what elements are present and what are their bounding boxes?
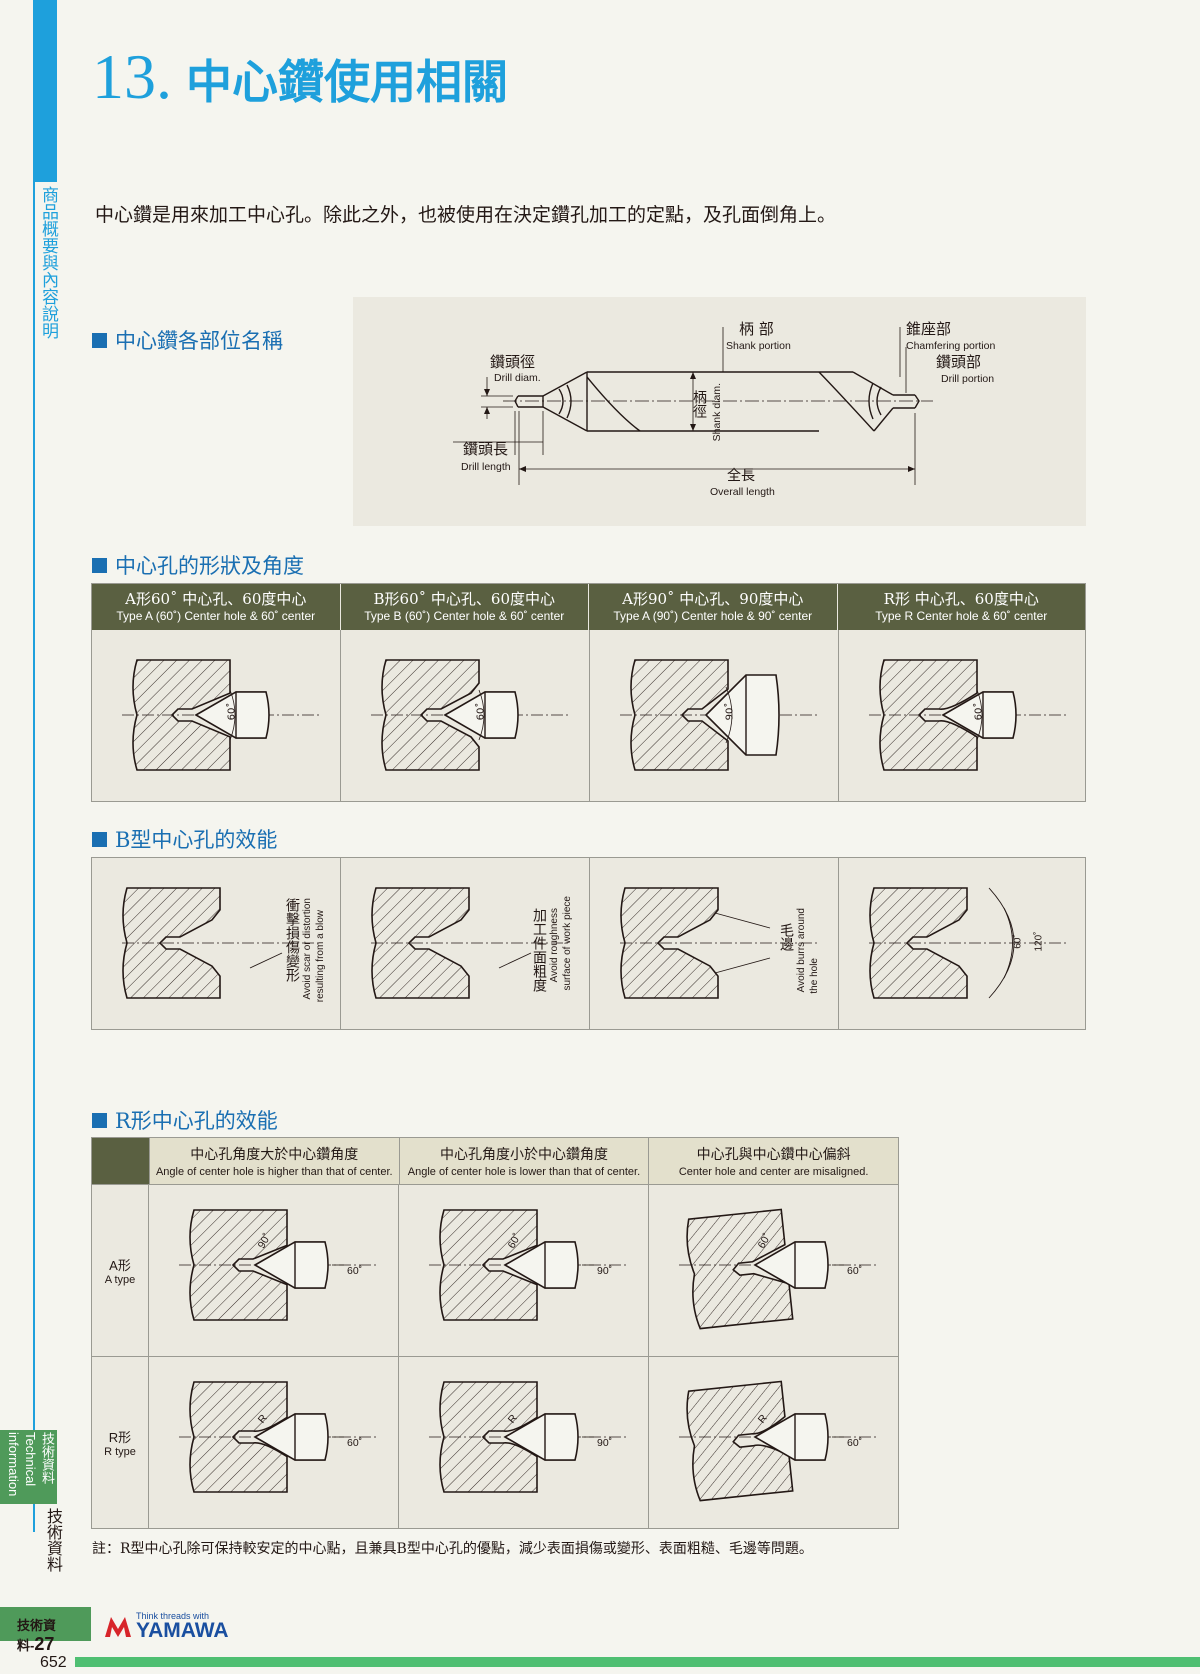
parts-diagram: 柄 部 Shank portion 錐座部 Chamfering portion…	[353, 297, 1086, 526]
page-title: 13. 中心鑽使用相關	[92, 40, 508, 114]
btype-rough-en2: surface of work piece	[562, 896, 573, 991]
label-drill-diam-en: Drill diam.	[494, 372, 541, 384]
title-text: 中心鑽使用相關	[186, 55, 508, 109]
btype-burr-en1: Avoid burrs around	[796, 908, 807, 993]
btype-cell-burrs: 毛邊 Avoid burrs around the hole	[590, 858, 839, 1029]
center-drill-drawing	[453, 327, 933, 485]
page-number: 652	[40, 1654, 67, 1671]
r-cell-a-higher: 90˚60˚	[148, 1184, 398, 1356]
side-tech-label: 技術資料	[44, 1508, 63, 1572]
btype-angle-60: 60˚	[1012, 934, 1024, 949]
side-tab[interactable]	[0, 1430, 57, 1504]
btype-burr-en2: the hole	[809, 958, 820, 994]
section-heading-shapes: 中心孔的形狀及角度	[92, 550, 304, 580]
footnote: 註：R型中心孔除可保持較安定的中心點，且兼具B型中心孔的優點，減少表面損傷或變形…	[92, 1541, 813, 1557]
btype-cell-angle: 60˚ 120˚	[839, 858, 1087, 1029]
square-bullet-icon	[92, 831, 107, 847]
btype-blow-en1: Avoid scar or distortion	[302, 898, 313, 1000]
square-bullet-icon	[92, 332, 107, 348]
btype-cell-blow: 衝擊損傷變形 Avoid scar or distortion resultin…	[92, 858, 341, 1029]
side-vertical-title: 商品概要與內容說明	[38, 186, 58, 339]
shape-cell-r: 60˚	[839, 630, 1087, 801]
label-chamfer-cn: 錐座部	[906, 320, 952, 338]
label-shank-diam-cn: 柄徑	[691, 390, 707, 418]
label-overall-en: Overall length	[710, 486, 775, 498]
label-drill-portion-en: Drill portion	[941, 373, 995, 385]
label-shank-en: Shank portion	[726, 340, 791, 352]
section-heading-parts: 中心鑽各部位名稱	[92, 325, 283, 355]
footer-section-tag[interactable]: 技術資料-27	[0, 1607, 91, 1654]
btype-table: 衝擊損傷變形 Avoid scar or distortion resultin…	[91, 857, 1086, 1030]
shape-cell-a60: 60˚	[92, 630, 341, 801]
square-bullet-icon	[92, 1112, 107, 1128]
intro-text: 中心鑽是用來加工中心孔。除此之外，也被使用在決定鑽孔加工的定點，及孔面倒角上。	[95, 204, 837, 226]
brand-logo: Think threads with YAMAWA	[103, 1612, 229, 1641]
r-cell-a-misaligned: 60˚60˚	[648, 1184, 898, 1356]
shape-table-body: 60˚ 60˚ 90˚ 60˚	[92, 630, 1085, 801]
yamawa-logo-icon	[105, 1616, 131, 1637]
shape-cell-b60: 60˚	[341, 630, 590, 801]
label-shank-cn: 柄 部	[739, 320, 774, 338]
btype-rough-cn: 加工件面粗度	[531, 908, 547, 992]
footer-bar	[75, 1657, 1200, 1667]
section-heading-rtype: R形中心孔的效能	[92, 1105, 278, 1135]
label-overall-cn: 全長	[727, 468, 755, 484]
label-drill-length-en: Drill length	[461, 461, 511, 473]
label-drill-length-cn: 鑽頭長	[463, 440, 509, 458]
btype-blow-cn: 衝擊損傷變形	[284, 898, 300, 982]
r-table-corner	[92, 1138, 149, 1184]
side-accent-bar	[33, 0, 57, 182]
btype-cell-roughness: 加工件面粗度 Avoid roughness surface of work p…	[341, 858, 590, 1029]
btype-angle-120: 120˚	[1033, 931, 1045, 952]
btype-burr-cn: 毛邊	[778, 923, 794, 951]
btype-blow-en2: resulting from a blow	[315, 910, 326, 1003]
side-tab-label: 技術資料 Technical information	[6, 1432, 55, 1497]
r-cell-a-lower: 60˚90˚	[398, 1184, 648, 1356]
side-accent-line	[33, 182, 35, 1532]
label-drill-portion-cn: 鑽頭部	[936, 353, 982, 371]
square-bullet-icon	[92, 557, 107, 573]
label-chamfer-en: Chamfering portion	[906, 340, 996, 352]
shape-cell-a90: 90˚	[590, 630, 839, 801]
label-shank-diam-en: Shank diam.	[711, 383, 723, 442]
btype-rough-en1: Avoid roughness	[549, 908, 560, 983]
label-drill-diam-cn: 鑽頭徑	[490, 353, 536, 371]
title-number: 13.	[92, 41, 172, 112]
section-heading-btype: B型中心孔的效能	[92, 824, 277, 854]
